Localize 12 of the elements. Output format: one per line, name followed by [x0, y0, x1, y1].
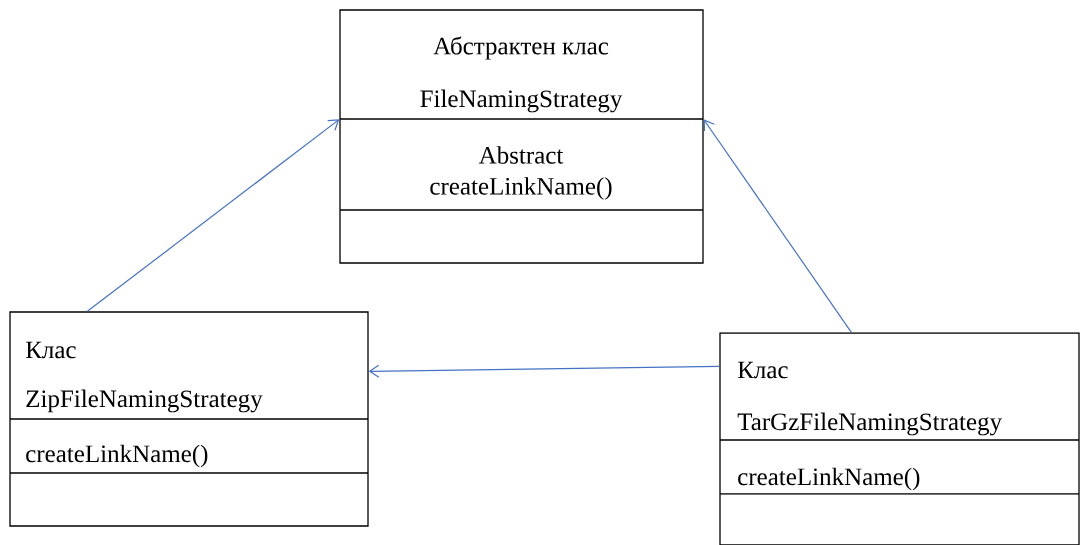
arrow: [86, 119, 340, 312]
class-name: FileNamingStrategy: [420, 89, 623, 113]
arrow: [703, 119, 852, 333]
method-name: createLinkName(): [738, 467, 920, 491]
class-stereotype: Абстрактен клас: [433, 36, 609, 60]
class-name: ZipFileNamingStrategy: [26, 389, 263, 413]
class-stereotype: Клас: [25, 341, 76, 359]
method-name: createLinkName(): [26, 444, 208, 468]
class-name: TarGzFileNamingStrategy: [737, 412, 1002, 436]
arrow: [368, 364, 720, 378]
method-name: Abstract createLinkName(): [430, 146, 612, 200]
class-stereotype: Клас: [737, 361, 788, 379]
